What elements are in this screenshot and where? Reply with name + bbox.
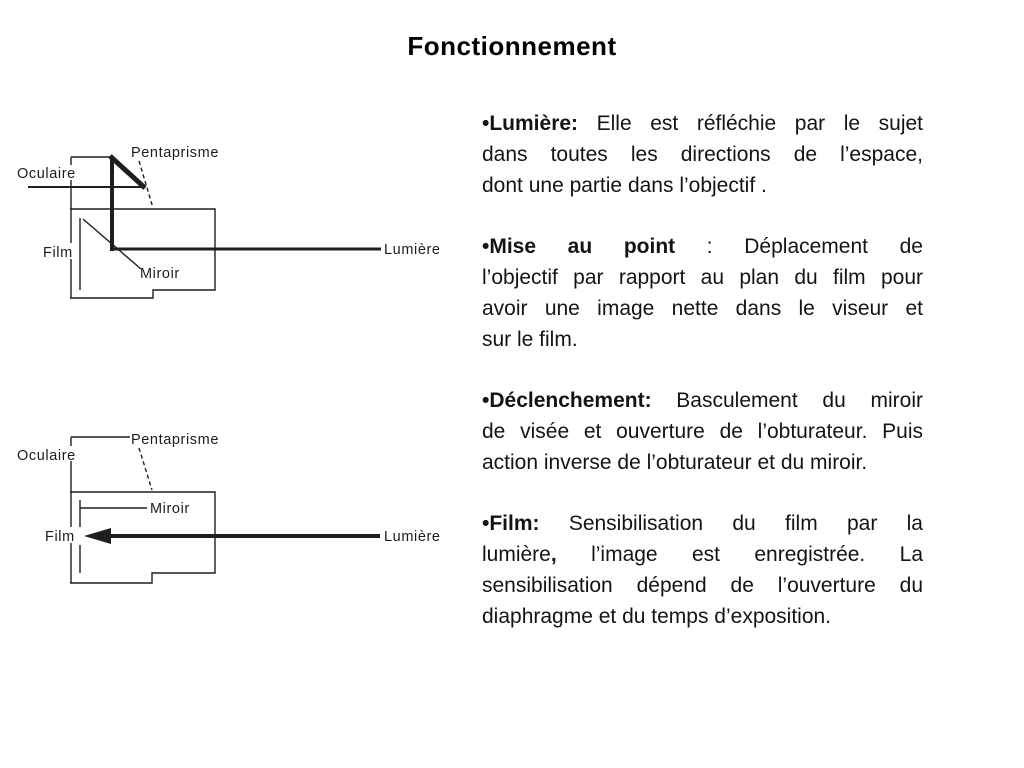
text-segment: l’image est enregistrée. La bbox=[556, 543, 923, 566]
bullet-paragraph: •Lumière: Elle est réfléchie par le suje… bbox=[482, 108, 923, 201]
text-segment: avoir une image nette dans le viseur et bbox=[482, 297, 923, 320]
text-line: •Déclenchement: Basculement du miroir bbox=[482, 385, 923, 416]
camera-body-outline bbox=[70, 491, 216, 584]
text-segment: sur le film. bbox=[482, 328, 578, 351]
text-segment: l’objectif par rapport au plan du film p… bbox=[482, 266, 923, 289]
text-segment: Sensibilisation du film par la bbox=[539, 512, 923, 535]
bold-text-segment: •Film: bbox=[482, 512, 540, 535]
text-line: diaphragme et du temps d’exposition. bbox=[482, 601, 923, 632]
slide-title: Fonctionnement bbox=[407, 31, 617, 61]
text-line: action inverse de l’obturateur et du mir… bbox=[482, 447, 923, 478]
camera-body-outline bbox=[70, 208, 216, 299]
text-segment: action inverse de l’obturateur et du mir… bbox=[482, 451, 868, 474]
lumiere-label: Lumière bbox=[384, 529, 441, 545]
text-line: lumière, l’image est enregistrée. La bbox=[482, 539, 923, 570]
text-line: l’objectif par rapport au plan du film p… bbox=[482, 262, 923, 293]
text-segment: sensibilisation dépend de l’ouverture du bbox=[482, 574, 923, 597]
miroir-label: Miroir bbox=[150, 501, 190, 517]
bold-text-segment: , bbox=[550, 543, 557, 566]
film-label: Film bbox=[43, 245, 73, 261]
text-line: •Lumière: Elle est réfléchie par le suje… bbox=[482, 108, 923, 139]
text-line: sur le film. bbox=[482, 324, 923, 355]
oculaire-label: Oculaire bbox=[17, 448, 76, 464]
text-line: avoir une image nette dans le viseur et bbox=[482, 293, 923, 324]
text-line: dont une partie dans l’objectif . bbox=[482, 170, 923, 201]
bullet-list: •Lumière: Elle est réfléchie par le suje… bbox=[482, 108, 923, 632]
text-segment: : Déplacement de bbox=[675, 235, 923, 258]
film-label: Film bbox=[45, 529, 75, 545]
bold-text-segment: •Mise au point bbox=[482, 235, 676, 258]
pentaprism-pointer-line bbox=[138, 160, 154, 209]
film-label-bg bbox=[43, 527, 79, 543]
text-segment: de visée et ouverture de l’obturateur. P… bbox=[482, 420, 923, 443]
text-segment: lumière bbox=[482, 543, 551, 566]
camera-mirror-up-diagram: Pentaprisme Oculaire Miroir Film Lumière bbox=[15, 432, 441, 584]
text-line: dans toutes les directions de l’espace, bbox=[482, 139, 923, 170]
text-segment: Elle est réfléchie par le sujet bbox=[578, 112, 923, 135]
text-line: •Mise au point : Déplacement de bbox=[482, 231, 923, 262]
lumiere-label: Lumière bbox=[384, 242, 441, 258]
oculaire-label-bg bbox=[15, 446, 79, 461]
text-segment: diaphragme et du temps d’exposition. bbox=[482, 605, 832, 628]
text-line: de visée et ouverture de l’obturateur. P… bbox=[482, 416, 923, 447]
oculaire-label-bg bbox=[15, 165, 79, 180]
film-label-bg bbox=[41, 243, 78, 259]
pentaprism-pointer-line bbox=[138, 447, 153, 491]
pentaprism-face-line bbox=[108, 154, 147, 190]
camera-mirror-down-diagram: Pentaprisme Oculaire Film Miroir Lumière bbox=[15, 145, 441, 299]
text-line: sensibilisation dépend de l’ouverture du bbox=[482, 570, 923, 601]
light-arrowhead bbox=[84, 528, 111, 544]
bullet-paragraph: •Mise au point : Déplacement de l’objecti… bbox=[482, 231, 923, 355]
pentaprisme-label: Pentaprisme bbox=[131, 145, 219, 161]
oculaire-label: Oculaire bbox=[17, 166, 76, 182]
bold-text-segment: •Lumière: bbox=[482, 112, 579, 135]
text-segment: dans toutes les directions de l’espace, bbox=[482, 143, 923, 166]
text-line: •Film: Sensibilisation du film par la bbox=[482, 508, 923, 539]
bold-text-segment: •Déclenchement: bbox=[482, 389, 652, 412]
text-segment: Basculement du miroir bbox=[651, 389, 923, 412]
bullet-paragraph: •Déclenchement: Basculement du miroir de … bbox=[482, 385, 923, 478]
text-segment: dont une partie dans l’objectif . bbox=[482, 174, 767, 197]
pentaprisme-label: Pentaprisme bbox=[131, 432, 219, 448]
miroir-label: Miroir bbox=[140, 266, 180, 282]
